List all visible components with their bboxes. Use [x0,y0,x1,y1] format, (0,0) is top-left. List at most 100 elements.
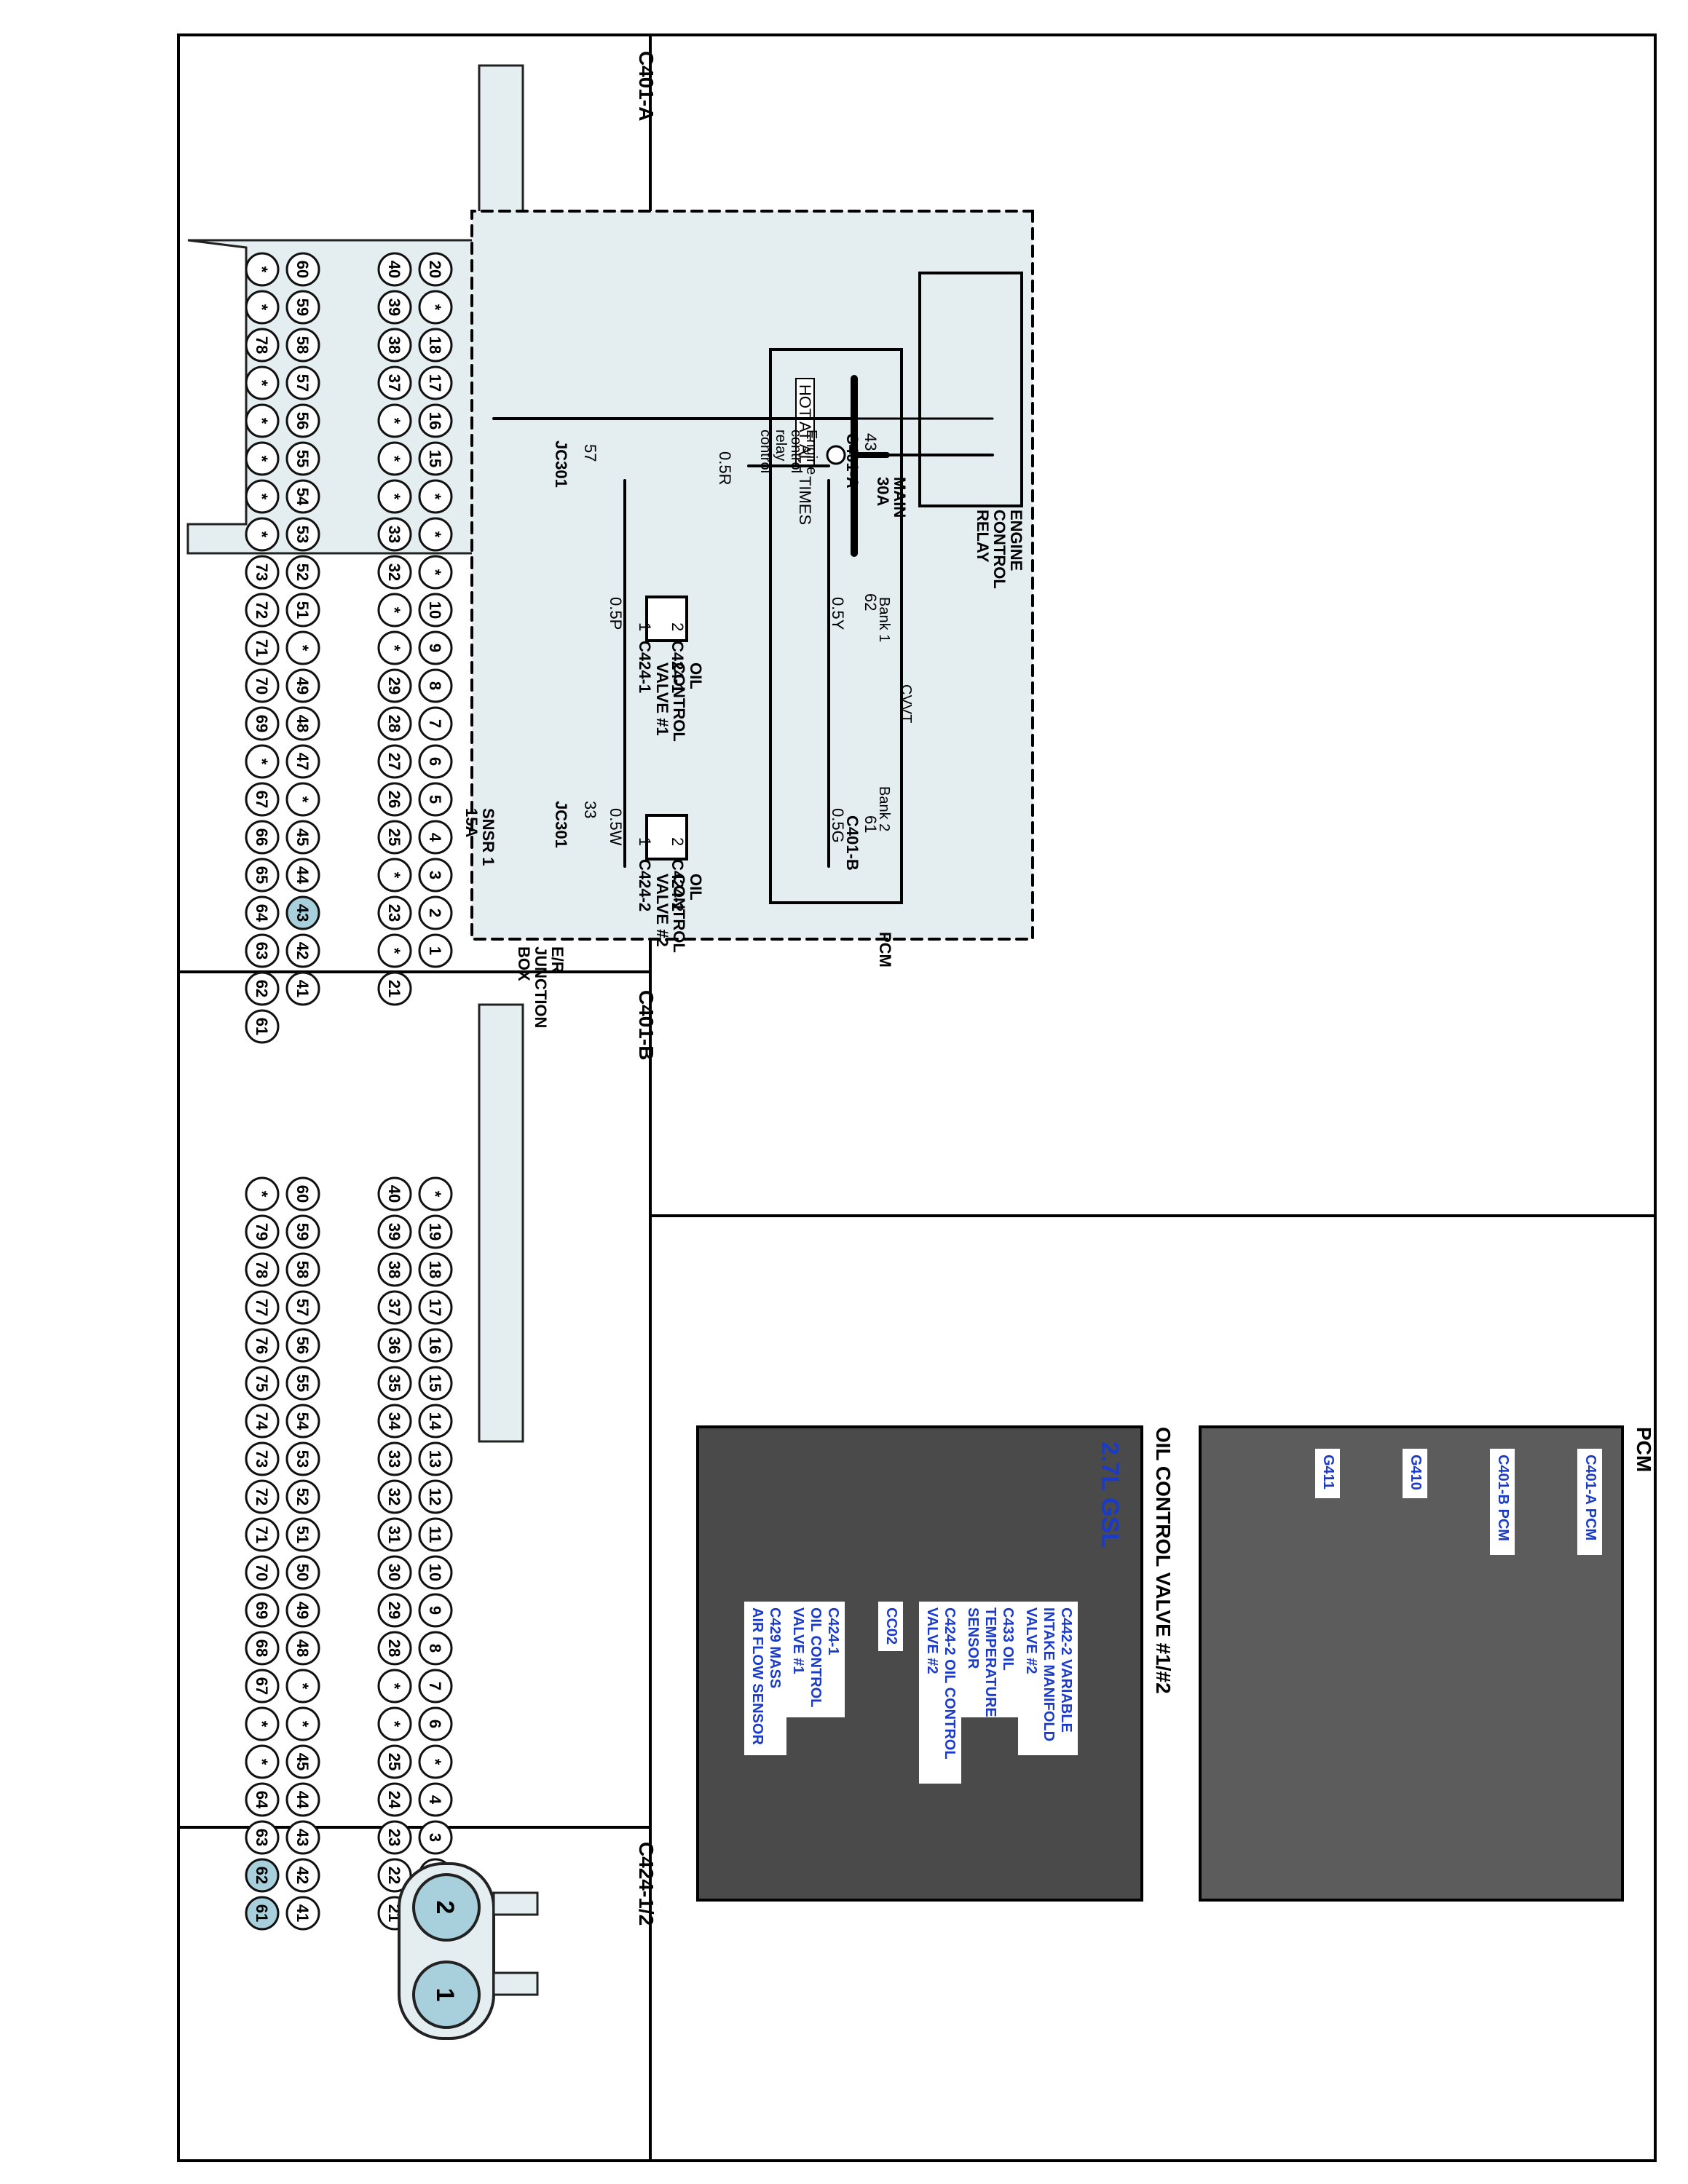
connector-pin-label: 35 [385,1374,403,1392]
connector-pin [245,1404,280,1439]
connector-pin [245,1252,280,1287]
connector-pin-label: 68 [253,1639,271,1657]
connector-pin [418,744,453,779]
connector-pin-label: 49 [293,677,312,695]
connector-pin-label: 50 [293,1564,312,1581]
photo-callout-box [785,1602,845,1717]
connector-pin [245,630,280,665]
connector-pin [245,1858,280,1893]
c424-pin-1 [412,1961,481,2029]
connector-pin [377,403,412,438]
connector-pin-label: 18 [426,336,444,354]
photo-callout-label: C442-2 VARIABLEINTAKE MANIFOLDVALVE #2 [1023,1607,1074,1741]
oil-control-valve-1-symbol [645,596,688,642]
c424-pin-1-label: 1 [431,1988,459,2002]
valve2-conn-top: C424-2 [669,859,687,911]
connector-pin [377,630,412,665]
connector-pin [418,328,453,363]
ocv-photo-title: OIL CONTROL VALVE #1/#2 [1152,1427,1175,1694]
connector-pin-label: * [253,456,271,462]
connector-pin-label: 37 [385,374,403,392]
connector-pin [245,1479,280,1514]
connector-pin [245,858,280,893]
connector-pin-label: 20 [426,261,444,278]
connector-pin-label: 59 [293,1223,312,1241]
connector-pin [418,1441,453,1476]
pin-61-label: 61 [861,815,880,833]
photo-callout-label: G411 [1320,1455,1336,1489]
connector-pin [377,1706,412,1741]
connector-pin-label: 8 [426,681,444,690]
connector-pin-label: 33 [385,526,403,543]
connector-pin [285,782,320,817]
connector-pin-label: 3 [426,871,444,879]
connector-pin-label: 70 [253,677,271,695]
pin-57-label: 57 [581,444,599,462]
connector-pin-label: 42 [293,942,312,960]
connector-pin [285,858,320,893]
connector-pin [285,365,320,400]
connector-pin [245,1896,280,1931]
c401a-schematic-label: C401-A [843,433,861,488]
connector-pin-label: 31 [385,1526,403,1543]
connector-pin [245,1176,280,1211]
connector-pin-label: * [385,1721,403,1728]
connector-pin-label: 49 [293,1602,312,1619]
connector-pin-label: * [426,304,444,311]
connector-pin [418,1404,453,1439]
connector-pin-label: 67 [253,791,271,808]
connector-pin-label: 8 [426,1644,444,1653]
connector-pin [418,782,453,817]
connector-pin-label: 53 [293,1450,312,1468]
connector-pin-label: 53 [293,526,312,543]
connector-pin [418,365,453,400]
connector-pin-label: 65 [253,866,271,884]
connector-pin [377,1782,412,1817]
connector-pin-label: * [253,1721,271,1728]
connector-pin-label: * [293,1683,312,1690]
connector-pin [418,593,453,628]
connector-pin [418,706,453,741]
connector-pin-label: 41 [293,980,312,997]
connector-pin [245,820,280,855]
connector-pin-label: 32 [385,563,403,581]
connector-pin-label: 37 [385,1299,403,1316]
photo-callout-box [960,1602,1019,1717]
connector-pin-label: 75 [253,1374,271,1392]
connector-pin-label: 25 [385,1753,403,1770]
connector-pin-label: 78 [253,336,271,354]
connector-pin [245,1555,280,1590]
connector-pin-label: 57 [293,1299,312,1316]
photo-callout-label: C429 MASSAIR FLOW SENSOR [749,1607,783,1745]
photo-callout-box [1403,1449,1427,1498]
connector-pin [245,1669,280,1704]
connector-pin-label: 54 [293,488,312,506]
connector-pin-label: * [426,531,444,538]
connector-pin [377,441,412,476]
connector-pin [418,1820,453,1855]
connector-pin [285,1896,320,1931]
connector-pin [245,1706,280,1741]
connector-pin-label: 2 [426,909,444,917]
photo-callout-label: C424-1OIL CONTROLVALVE #1 [790,1607,841,1707]
connector-pin [245,517,280,552]
photo-callout-box [878,1602,903,1651]
connector-pin-label: 1 [426,946,444,955]
connector-c424: C424-1/2 2 1 [398,1842,658,2040]
er-junction-box-outline [470,210,1034,941]
connector-pin [285,933,320,968]
valve1-pin1: 1 [636,622,654,631]
connector-pin-label: 62 [253,980,271,997]
connector-pin [245,479,280,514]
connector-pin-label: 27 [385,753,403,770]
connector-pin [418,668,453,703]
connector-pin [285,517,320,552]
valve1-pin2: 2 [669,622,687,631]
connector-pin [418,1782,453,1817]
connector-pin-label: * [253,380,271,387]
connector-pin-label: * [385,418,403,424]
oil-control-valve-2-symbol [645,814,688,860]
connector-c401b: C401-B *191817161514131211109876*4321403… [245,990,658,1931]
connector-pin-label: 29 [385,1602,403,1619]
connector-pin [285,1669,320,1704]
